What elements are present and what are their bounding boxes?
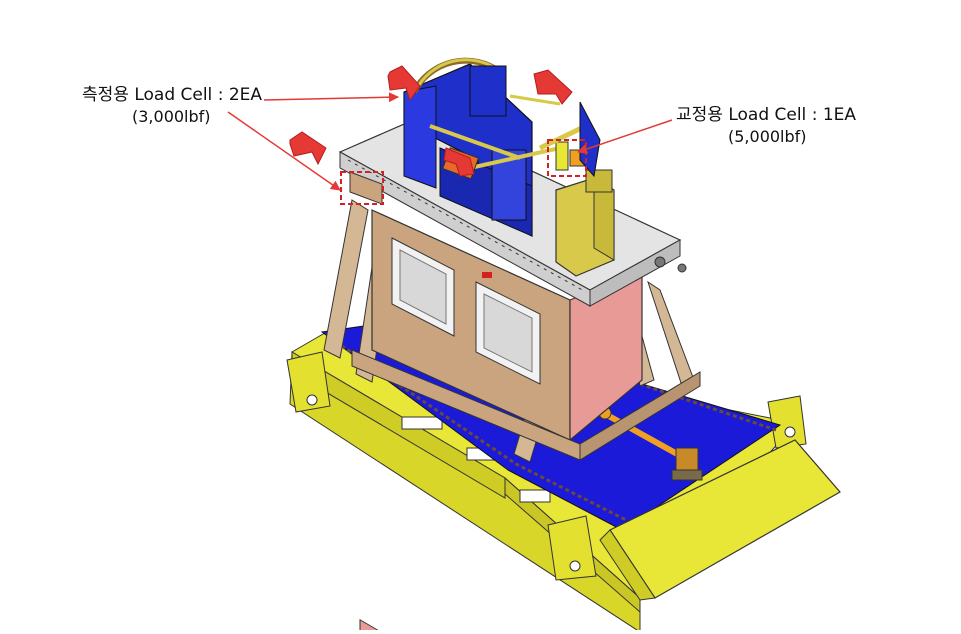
calib-cell-title: 교정용 Load Cell : 1EA: [676, 105, 857, 125]
leader-measure-1: [263, 92, 399, 103]
load-cell-highlights: [340, 139, 587, 205]
leader-lines: [227, 92, 673, 191]
yellow-ramp: [599, 439, 841, 601]
actuator: [596, 406, 703, 481]
measure-cell-title: 측정용 Load Cell : 2EA: [82, 85, 263, 105]
direction-arrows: [289, 65, 573, 177]
cabinet: [351, 209, 701, 461]
leader-calib: [577, 119, 673, 154]
calib-cell-box: [547, 139, 587, 177]
calib-cell-capacity: (5,000lbf): [728, 127, 807, 146]
arrow-4: [443, 147, 475, 177]
measure-cell-capacity: (3,000lbf): [132, 107, 211, 126]
base-feet: [286, 351, 807, 581]
arrow-1: [387, 65, 421, 102]
arrow-3: [533, 69, 573, 105]
measure-cell-box: [340, 171, 384, 205]
yellow-column: [509, 94, 615, 277]
leader-measure-2: [227, 111, 341, 191]
arrow-2: [289, 131, 327, 166]
